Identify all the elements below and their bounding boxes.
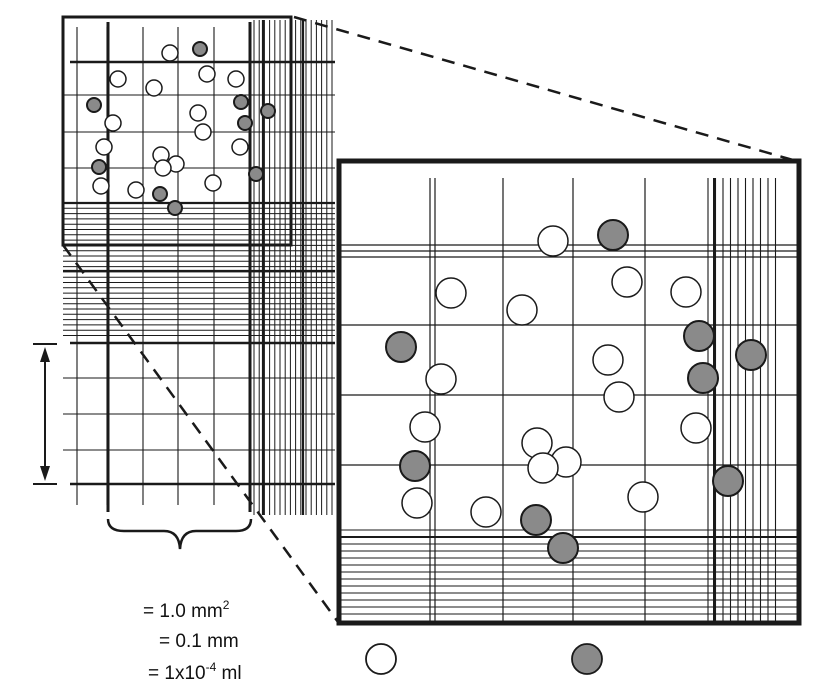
stained-cell	[712, 465, 744, 497]
magnified-square	[336, 158, 802, 626]
stained-cell	[385, 331, 417, 363]
stained-cell	[683, 320, 715, 352]
stained-cell	[597, 219, 629, 251]
unstained-cell	[409, 411, 441, 443]
unstained-cell	[680, 412, 712, 444]
unstained-cell	[231, 138, 249, 156]
unstained-cell	[154, 159, 172, 177]
stained-cell	[260, 103, 276, 119]
magnified-cells	[385, 219, 767, 564]
unstained-cell-icon	[365, 643, 397, 675]
small-square-cells	[86, 41, 276, 216]
stained-cell	[167, 200, 183, 216]
unstained-cell	[227, 70, 245, 88]
stained-cell	[233, 94, 249, 110]
unstained-cell	[425, 363, 457, 395]
unstained-cell	[401, 487, 433, 519]
stained-cell	[399, 450, 431, 482]
unstained-cell	[603, 381, 635, 413]
stained-cell	[192, 41, 208, 57]
magnified-grid	[339, 178, 799, 623]
stained-cell	[520, 504, 552, 536]
volume-label: = 1x10-4 ml	[148, 660, 242, 684]
curly-brace-icon	[106, 518, 253, 550]
unstained-cell	[194, 123, 212, 141]
double-arrow-icon	[33, 343, 57, 485]
unstained-cell	[161, 44, 179, 62]
depth-label: = 0.1 mm	[159, 631, 239, 652]
unstained-cell	[198, 65, 216, 83]
stained-cell	[91, 159, 107, 175]
unstained-cell	[470, 496, 502, 528]
unstained-cell	[204, 174, 222, 192]
stained-cell	[248, 166, 264, 182]
unstained-cell	[189, 104, 207, 122]
unstained-cell	[95, 138, 113, 156]
unstained-cell	[592, 344, 624, 376]
unstained-cell	[627, 481, 659, 513]
unstained-cell	[537, 225, 569, 257]
hemocytometer-grid	[63, 20, 335, 515]
stained-cell	[86, 97, 102, 113]
stained-cell	[237, 115, 253, 131]
area-label: = 1.0 mm2	[143, 598, 230, 622]
zoom-indicator-lines	[61, 15, 794, 623]
unstained-cell	[670, 276, 702, 308]
stained-cell	[547, 532, 579, 564]
unstained-cell	[92, 177, 110, 195]
unstained-cell	[145, 79, 163, 97]
unstained-cell	[104, 114, 122, 132]
unstained-cell	[611, 266, 643, 298]
unstained-cell	[109, 70, 127, 88]
unstained-cell	[127, 181, 145, 199]
stained-cell-icon	[571, 643, 603, 675]
stained-cell	[687, 362, 719, 394]
counted-square-outline	[61, 15, 293, 247]
unstained-cell	[506, 294, 538, 326]
unstained-cell	[435, 277, 467, 309]
stained-cell	[735, 339, 767, 371]
stained-cell	[152, 186, 168, 202]
unstained-cell	[527, 452, 559, 484]
